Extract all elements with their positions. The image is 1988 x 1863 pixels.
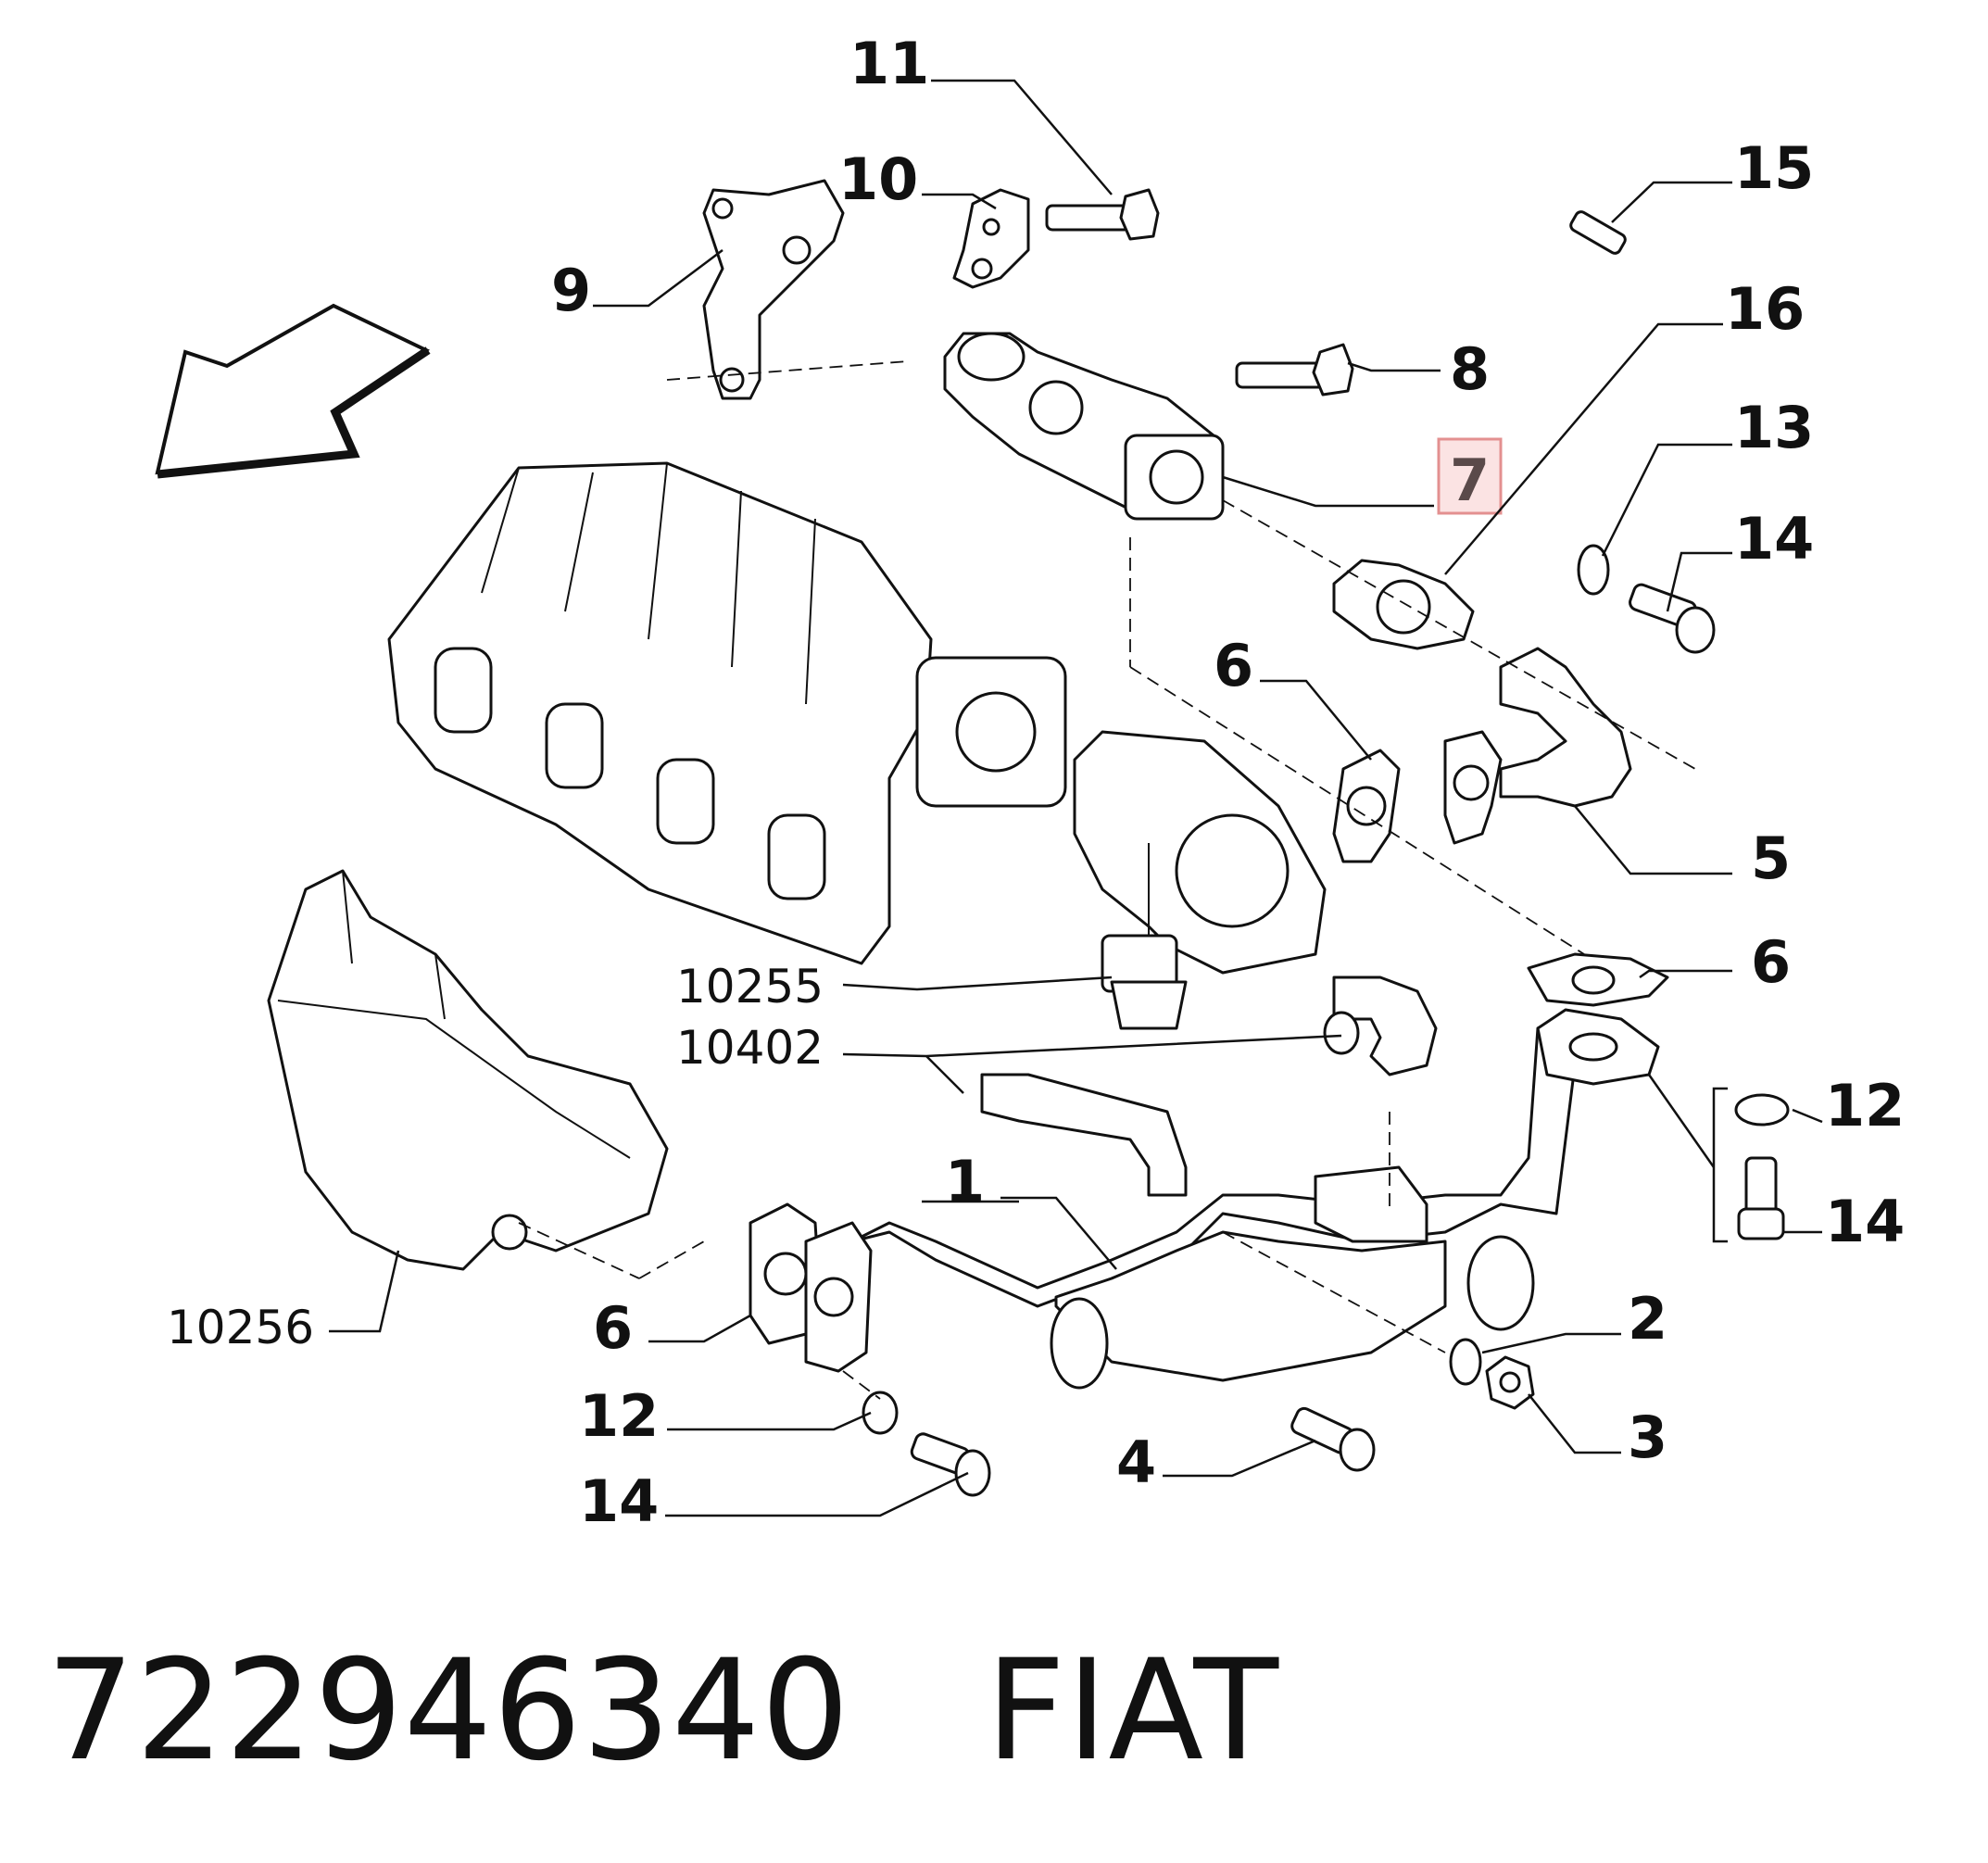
- direction-arrow: [155, 303, 431, 479]
- callout-10: 10: [838, 145, 918, 213]
- callout-3: 3: [1628, 1404, 1667, 1471]
- washer-13: [1577, 544, 1610, 596]
- callout-6-middle: 6: [1214, 632, 1253, 699]
- callout-8: 8: [1450, 335, 1490, 403]
- pipe-flange-right: [1536, 1008, 1660, 1086]
- callout-1: 1: [945, 1148, 985, 1215]
- callout-13: 13: [1734, 394, 1814, 461]
- washer-2: [1449, 1338, 1482, 1386]
- callout-14-left: 14: [579, 1467, 659, 1535]
- callout-11: 11: [849, 30, 929, 97]
- part-number: 722946340: [46, 1630, 850, 1792]
- callout-7: 7: [1450, 447, 1490, 514]
- egr-valve-7: [943, 332, 1225, 521]
- bolt-11: [1045, 188, 1160, 241]
- ref-10256: 10256: [167, 1301, 314, 1354]
- callout-9: 9: [551, 257, 591, 324]
- callout-4: 4: [1116, 1429, 1156, 1496]
- alignment-lines: [518, 360, 1696, 1400]
- leader-lines: [329, 79, 1823, 1517]
- callout-15: 15: [1734, 134, 1814, 202]
- clamp-10: [952, 188, 1030, 289]
- bolt-8: [1235, 343, 1354, 397]
- ref-10255: 10255: [676, 960, 824, 1013]
- screw-14-left: [910, 1432, 991, 1497]
- callout-labels: 11 10 15 9 16 8 13 7 14 6 5 6 10255 1040…: [167, 30, 1905, 1535]
- part-number-footer: 722946340 FIAT: [46, 1630, 1279, 1792]
- egr-cooler-pipe-1: [804, 1017, 1577, 1390]
- screw-4: [1290, 1406, 1376, 1472]
- gasket-6-right: [1527, 952, 1669, 1007]
- intake-manifold-10255: [387, 461, 1067, 965]
- callout-5: 5: [1751, 825, 1791, 892]
- exhaust-manifold-10256: [267, 869, 669, 1271]
- screw-14-upper: [1629, 583, 1716, 654]
- pipe-5: [1443, 647, 1632, 845]
- throttle-body: [1073, 730, 1327, 1030]
- nut-3: [1485, 1355, 1535, 1410]
- callout-14-upper: 14: [1734, 505, 1814, 573]
- screw-14-right: [1737, 1156, 1785, 1240]
- ref-10402: 10402: [676, 1021, 824, 1075]
- callout-6-right: 6: [1751, 928, 1791, 996]
- gasket-16: [1332, 559, 1475, 650]
- gasket-6-middle: [1332, 749, 1401, 863]
- hose-10402: [980, 976, 1438, 1197]
- callout-7-highlight: [1437, 437, 1503, 515]
- callout-12-right: 12: [1825, 1072, 1905, 1139]
- brand-name: FIAT: [985, 1630, 1280, 1792]
- callout-14-right: 14: [1825, 1188, 1905, 1255]
- gasket-6-left: [749, 1202, 822, 1345]
- callout-6-left: 6: [593, 1294, 633, 1362]
- callout-2: 2: [1628, 1285, 1667, 1353]
- callout-16: 16: [1725, 275, 1805, 343]
- washer-12-right: [1734, 1093, 1790, 1127]
- callout-12-left: 12: [579, 1382, 659, 1450]
- washer-12-left: [862, 1391, 899, 1435]
- bracket-9: [702, 179, 845, 400]
- stud-15: [1569, 210, 1627, 255]
